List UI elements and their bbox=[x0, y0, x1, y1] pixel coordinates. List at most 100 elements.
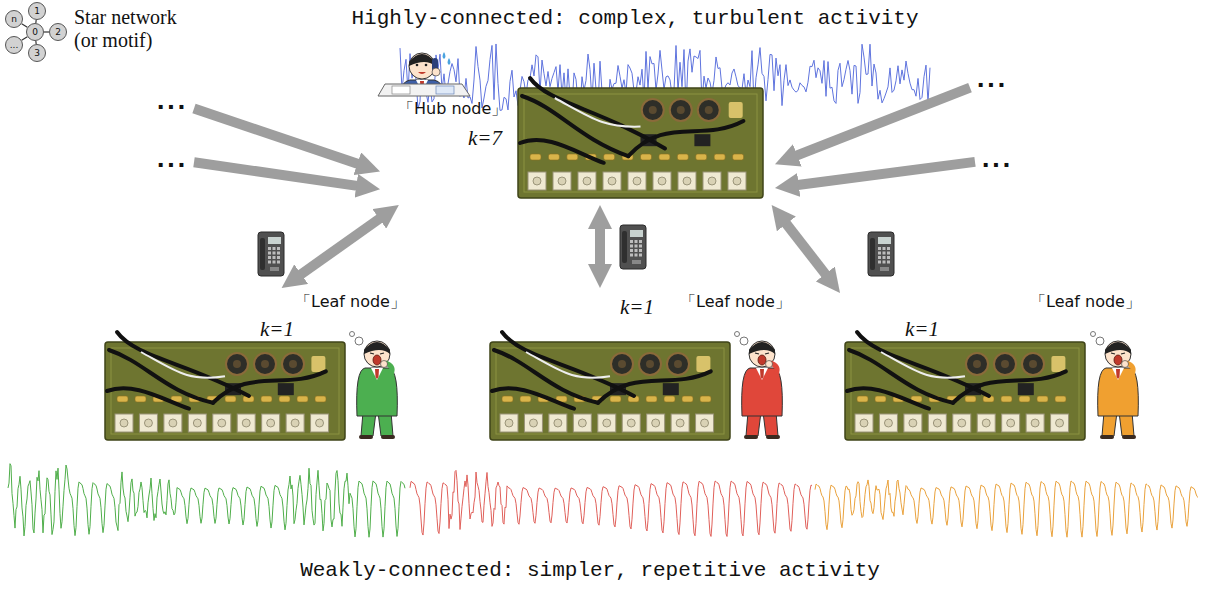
node-number: 2 bbox=[55, 28, 61, 37]
circuit-board bbox=[518, 78, 763, 198]
resistor bbox=[664, 396, 675, 402]
phone-key bbox=[268, 261, 271, 264]
resistor bbox=[646, 396, 657, 402]
node-number: 1 bbox=[34, 7, 40, 16]
trimmer bbox=[622, 414, 640, 432]
phone-key bbox=[277, 256, 280, 259]
shoe bbox=[1122, 435, 1136, 439]
trimmer-screw bbox=[958, 419, 966, 427]
inductor-core bbox=[973, 360, 981, 368]
network-node-circle: n bbox=[5, 10, 23, 28]
trimmer-screw bbox=[144, 419, 152, 427]
resistor bbox=[297, 396, 308, 402]
shoe bbox=[744, 435, 758, 439]
eye bbox=[425, 64, 428, 67]
trimmer bbox=[164, 414, 182, 432]
hair bbox=[749, 342, 775, 354]
wire bbox=[141, 352, 225, 378]
trimmer-screw bbox=[505, 419, 513, 427]
node-role-label: 「Leaf node」 bbox=[680, 292, 791, 311]
circuit-board bbox=[845, 332, 1085, 440]
phone-key bbox=[878, 247, 881, 250]
thought-bubble bbox=[350, 332, 355, 337]
network-node-circle: 3 bbox=[28, 44, 46, 62]
payphone-icon bbox=[868, 232, 894, 276]
capacitor bbox=[729, 102, 743, 118]
ellipsis: ... bbox=[981, 149, 1012, 171]
eye bbox=[416, 64, 419, 67]
trimmer bbox=[603, 172, 621, 190]
resistor bbox=[117, 396, 128, 402]
cable bbox=[847, 388, 929, 408]
trimmer bbox=[237, 414, 255, 432]
trimmer bbox=[671, 414, 689, 432]
trimmer bbox=[904, 414, 922, 432]
trimmer bbox=[703, 172, 721, 190]
connection-arrow bbox=[786, 223, 826, 275]
phone-key bbox=[883, 256, 886, 259]
trimmer bbox=[578, 172, 596, 190]
trimmer bbox=[213, 414, 231, 432]
resistor bbox=[659, 154, 670, 160]
resistor bbox=[261, 396, 272, 402]
document bbox=[436, 86, 454, 94]
ic-chip bbox=[1018, 383, 1034, 395]
cable bbox=[953, 371, 1066, 402]
payphone-icon bbox=[620, 225, 646, 269]
eye bbox=[755, 353, 769, 354]
resistor bbox=[677, 154, 688, 160]
payphone-icon bbox=[258, 232, 284, 276]
inductor bbox=[1022, 353, 1044, 375]
signal-trace bbox=[8, 464, 405, 538]
ellipsis-node: ... bbox=[975, 146, 1019, 173]
connection-arrow bbox=[796, 88, 970, 156]
trimmer-screw bbox=[860, 419, 868, 427]
inductor bbox=[966, 353, 988, 375]
resistor bbox=[225, 396, 236, 402]
trimmer-screw bbox=[683, 177, 691, 185]
thought-bubble bbox=[735, 332, 740, 337]
phone-handset bbox=[870, 238, 875, 270]
hand bbox=[766, 361, 773, 368]
trimmer-screw bbox=[652, 419, 660, 427]
degree-label: k=1 bbox=[260, 318, 294, 341]
phone-body bbox=[258, 232, 284, 276]
trimmer bbox=[1051, 414, 1069, 432]
ellipsis-node: ... bbox=[970, 66, 1014, 93]
head bbox=[1105, 341, 1131, 367]
shirt bbox=[756, 368, 768, 380]
phone-key bbox=[268, 256, 271, 259]
signal-trace bbox=[410, 470, 812, 536]
phone-key bbox=[630, 254, 633, 257]
inductor bbox=[639, 353, 661, 375]
phone-key bbox=[273, 252, 276, 255]
hair bbox=[364, 342, 390, 354]
trimmer-screw bbox=[708, 177, 716, 185]
inductor-core bbox=[646, 360, 654, 368]
degree-label: k=1 bbox=[905, 318, 939, 341]
inductor bbox=[670, 99, 692, 121]
tie bbox=[760, 369, 764, 379]
phone-key bbox=[883, 247, 886, 250]
trimmer bbox=[188, 414, 206, 432]
sweat-drop bbox=[443, 52, 446, 59]
circuit-board bbox=[105, 332, 345, 440]
thought-bubble bbox=[1096, 337, 1104, 345]
tie bbox=[1116, 369, 1120, 379]
resistor bbox=[610, 396, 621, 402]
cable bbox=[492, 388, 574, 408]
trimmer-screw bbox=[267, 419, 275, 427]
trimmer-screw bbox=[1031, 419, 1039, 427]
trimmer bbox=[977, 414, 995, 432]
resistor bbox=[1019, 396, 1030, 402]
trimmer bbox=[311, 414, 329, 432]
trimmer bbox=[1026, 414, 1044, 432]
phone-key bbox=[878, 252, 881, 255]
ellipsis-node: ... bbox=[150, 146, 194, 173]
phone-key bbox=[883, 252, 886, 255]
resistor bbox=[1001, 396, 1012, 402]
cable bbox=[857, 332, 989, 396]
shoe bbox=[1100, 435, 1114, 439]
trimmer bbox=[953, 414, 971, 432]
